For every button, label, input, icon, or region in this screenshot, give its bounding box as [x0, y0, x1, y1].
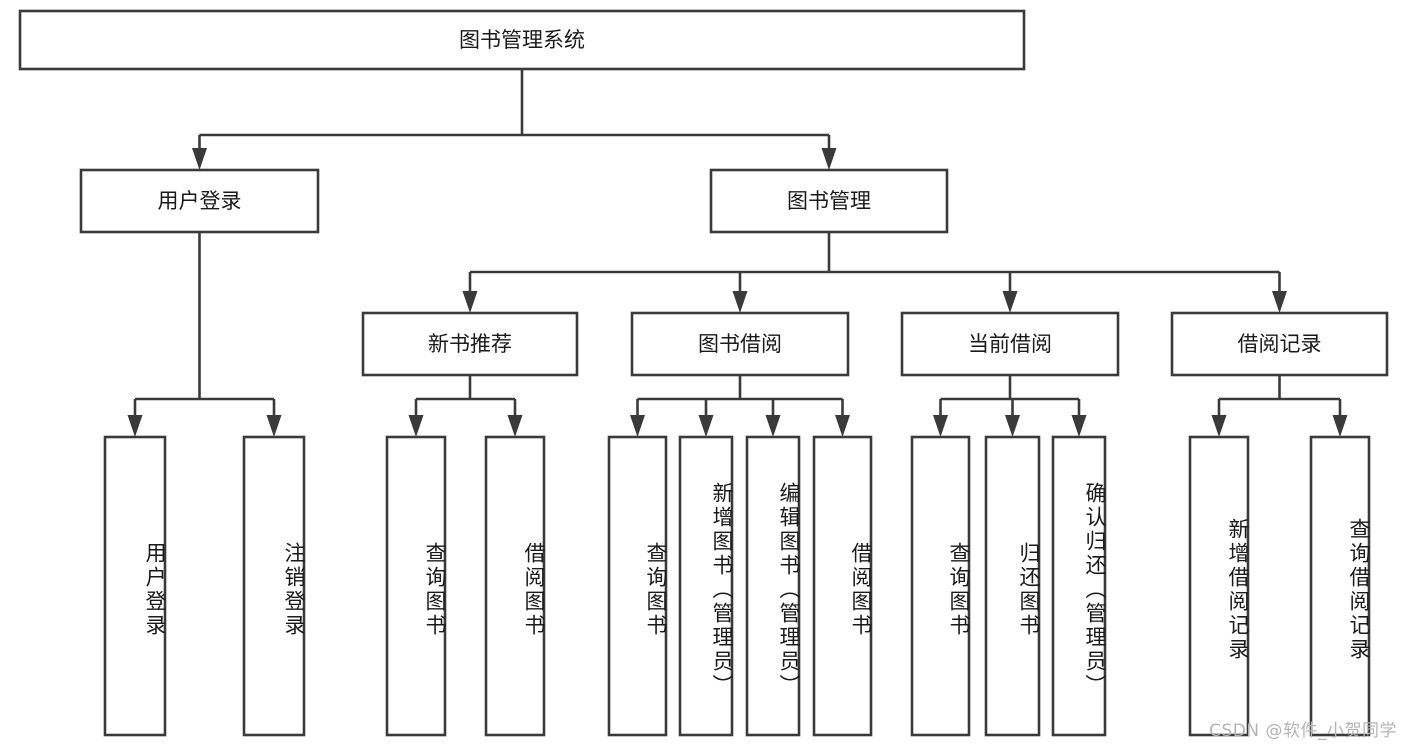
node-rect [630, 311, 850, 377]
node-rect [103, 435, 167, 737]
node-rect [1188, 435, 1250, 737]
arrow-head-icon [933, 415, 948, 437]
node-leaf-2[interactable] [385, 435, 447, 737]
arrow-head-icon [1332, 415, 1348, 437]
node-label: 用户登录 [158, 189, 242, 213]
node-level3-3[interactable]: 借阅记录 [1170, 311, 1389, 377]
arrow-head-icon [192, 148, 207, 170]
arrow-head-icon [408, 415, 424, 437]
node-leaf-7[interactable] [812, 435, 873, 737]
node-rect [745, 435, 801, 737]
node-leaf-9[interactable] [984, 435, 1041, 737]
arrow-head-icon [507, 415, 523, 437]
arrow-head-icon [765, 415, 781, 437]
node-rect [607, 435, 668, 737]
node-rect [242, 435, 306, 737]
node-rect [678, 435, 734, 737]
arrow-head-icon [732, 291, 748, 313]
node-leaf-11[interactable] [1188, 435, 1250, 737]
arrow-head-icon [266, 415, 282, 437]
node-label: 新书推荐 [428, 332, 512, 356]
arrow-head-icon [698, 415, 714, 437]
node-leaf-1[interactable] [242, 435, 306, 737]
node-rect [709, 168, 949, 234]
node-rect [484, 435, 546, 737]
node-label: 图书管理系统 [459, 28, 585, 52]
node-rect [79, 168, 320, 234]
node-level2-0[interactable]: 用户登录 [79, 168, 320, 234]
node-label: 图书借阅 [698, 332, 782, 356]
arrow-head-icon [127, 415, 143, 437]
node-leaf-0[interactable] [103, 435, 167, 737]
node-rect [910, 435, 971, 737]
node-rect [385, 435, 447, 737]
node-rect [361, 311, 579, 377]
arrow-head-icon [821, 148, 837, 170]
node-level3-0[interactable]: 新书推荐 [361, 311, 579, 377]
node-level3-1[interactable]: 图书借阅 [630, 311, 850, 377]
node-rect [984, 435, 1041, 737]
node-leaf-8[interactable] [910, 435, 971, 737]
node-rect [1170, 311, 1389, 377]
node-leaf-12[interactable] [1309, 435, 1371, 737]
node-leaf-4[interactable] [607, 435, 668, 737]
arrow-head-icon [630, 415, 645, 437]
arrow-head-icon [462, 291, 478, 313]
node-leaf-10[interactable] [1051, 435, 1107, 737]
node-label: 借阅记录 [1238, 332, 1322, 356]
node-rect [1051, 435, 1107, 737]
node-label: 当前借阅 [968, 332, 1052, 356]
node-level2-1[interactable]: 图书管理 [709, 168, 949, 234]
arrow-head-icon [835, 415, 850, 437]
node-rect [18, 9, 1026, 71]
arrow-head-icon [1005, 415, 1020, 437]
node-label: 图书管理 [787, 189, 871, 213]
node-level3-2[interactable]: 当前借阅 [900, 311, 1120, 377]
node-rect [1309, 435, 1371, 737]
node-rect [900, 311, 1120, 377]
node-root-图书管理系统[interactable]: 图书管理系统 [18, 9, 1026, 71]
arrow-head-icon [1211, 415, 1227, 437]
arrow-head-icon [1272, 291, 1287, 313]
arrow-head-icon [1002, 291, 1018, 313]
node-leaf-6[interactable] [745, 435, 801, 737]
watermark-text: CSDN @软件_小贺同学 [1209, 721, 1397, 741]
node-leaf-3[interactable] [484, 435, 546, 737]
node-rect [812, 435, 873, 737]
arrow-head-icon [1071, 415, 1087, 437]
connectors-layer [127, 69, 1348, 437]
node-leaf-5[interactable] [678, 435, 734, 737]
